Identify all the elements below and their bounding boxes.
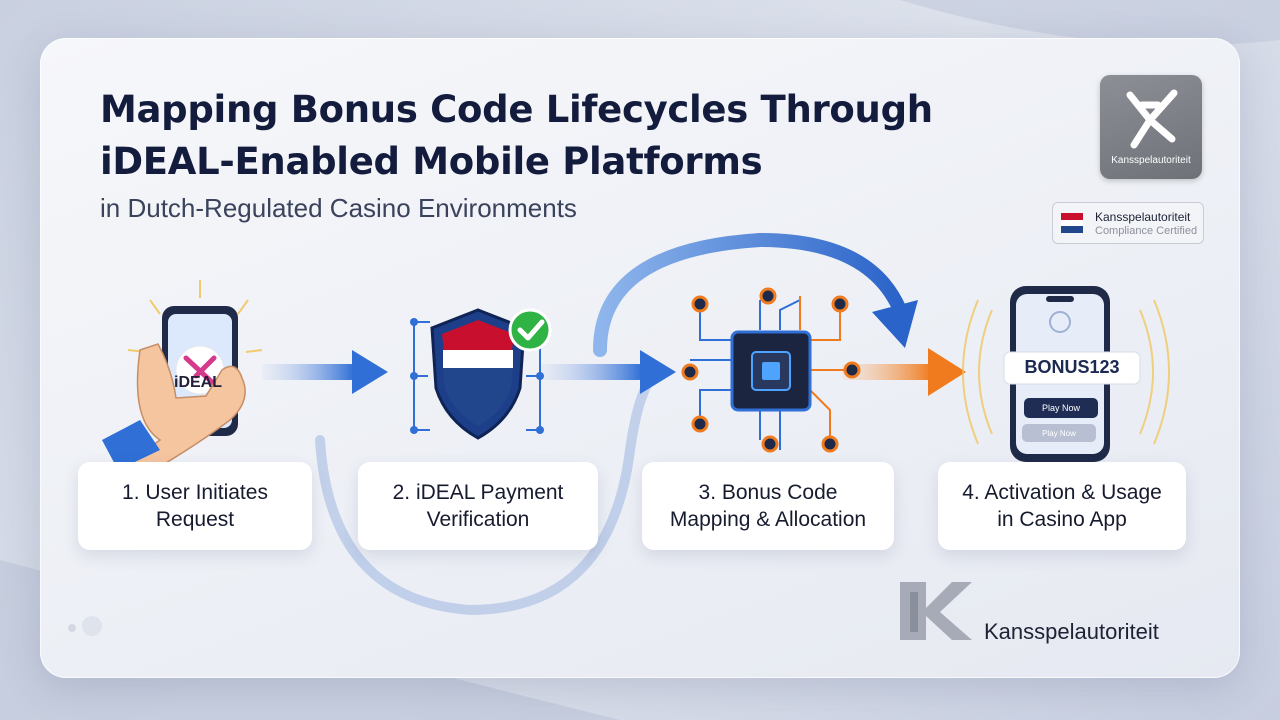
step-2-label: 2. iDEAL Payment Verification bbox=[392, 481, 564, 531]
regulator-logo-box: Kansspelautoriteit bbox=[1100, 75, 1202, 179]
page-subtitle: in Dutch-Regulated Casino Environments bbox=[100, 193, 577, 223]
arrow-2-head bbox=[640, 350, 676, 394]
upper-arc-arrow bbox=[593, 232, 907, 357]
step-1-box: 1. User Initiates Request bbox=[78, 462, 312, 550]
step-4-label: 4. Activation & Usage in Casino App bbox=[962, 481, 1162, 531]
play-now-secondary-button[interactable]: Play Now bbox=[1022, 424, 1096, 442]
footer-brand-name: Kansspelautoriteit bbox=[984, 619, 1159, 644]
badge-name: Kansspelautoriteit bbox=[1095, 210, 1191, 224]
footer-brand-emblem-icon bbox=[900, 582, 972, 640]
bonus-code-text: BONUS123 bbox=[1024, 357, 1120, 377]
arrow-3-head bbox=[928, 348, 966, 396]
step-3-label: 3. Bonus Code Mapping & Allocation bbox=[669, 481, 867, 531]
step-1-label: 1. User Initiates Request bbox=[122, 481, 268, 531]
compliance-badge: Kansspelautoriteit Compliance Certified bbox=[1052, 202, 1204, 244]
ideal-logo-label: iDEAL bbox=[174, 374, 222, 391]
arrow-1-head bbox=[352, 350, 388, 394]
phone-hand-icon bbox=[102, 280, 263, 479]
title-line-1: Mapping Bonus Code Lifecycles Through bbox=[100, 88, 933, 131]
step-4-box: 4. Activation & Usage in Casino App bbox=[938, 462, 1186, 550]
arrow-2-shaft bbox=[540, 364, 642, 380]
decorative-dots bbox=[68, 616, 102, 636]
title-line-2: iDEAL-Enabled Mobile Platforms bbox=[100, 140, 763, 183]
regulator-emblem-icon bbox=[1126, 89, 1178, 149]
step-2-box: 2. iDEAL Payment Verification bbox=[358, 462, 598, 550]
arrow-1-shaft bbox=[262, 364, 354, 380]
upper-arc-arrowhead bbox=[872, 300, 918, 348]
step-3-box: 3. Bonus Code Mapping & Allocation bbox=[642, 462, 894, 550]
dutch-flag-icon bbox=[1061, 213, 1083, 233]
badge-subtitle: Compliance Certified bbox=[1095, 225, 1198, 237]
shield-check-icon bbox=[410, 308, 552, 440]
play-now-button[interactable]: Play Now bbox=[1024, 398, 1098, 418]
arrow-3-shaft bbox=[842, 364, 932, 380]
page-title: Mapping Bonus Code Lifecycles Through iD… bbox=[100, 84, 933, 188]
chip-circuit-icon bbox=[681, 287, 861, 453]
lower-loop-path bbox=[315, 365, 665, 616]
regulator-logo-label: Kansspelautoriteit bbox=[1111, 155, 1191, 166]
